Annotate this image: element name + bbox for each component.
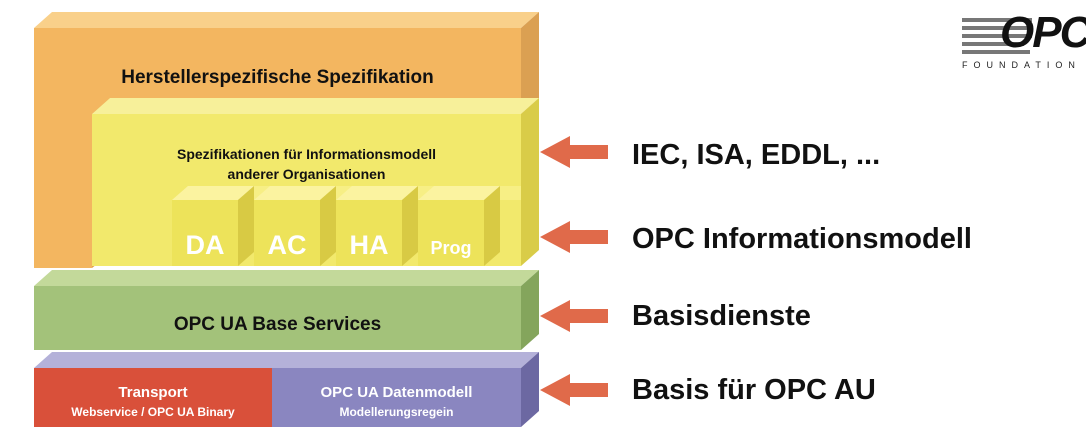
module-da-box xyxy=(172,200,238,266)
transport-sublabel: Webservice / OPC UA Binary xyxy=(71,405,235,419)
other-orgs-label-line2: anderer Organisationen xyxy=(227,166,386,182)
datenmodell-box xyxy=(272,368,521,427)
annotation-basisdienste: Basisdienste xyxy=(632,300,811,332)
annotation-basis-opc-au: Basis für OPC AU xyxy=(632,374,876,406)
annotation-iec-isa-eddl: IEC, ISA, EDDL, ... xyxy=(632,139,881,171)
opc-logo xyxy=(962,18,1032,54)
transport-label: Transport xyxy=(118,384,188,401)
opc-logo-subtext: FOUNDATION xyxy=(962,60,1081,70)
module-ac-box xyxy=(254,200,320,266)
arrow-left-icon xyxy=(540,374,608,406)
arrow-left-icon xyxy=(540,136,608,168)
datenmodell-sublabel: Modellerungsregein xyxy=(339,405,454,419)
module-ac-label: AC xyxy=(267,230,307,260)
module-ha-box xyxy=(336,200,402,266)
module-prog-box xyxy=(418,200,484,266)
opc-logo-text: OPC xyxy=(1000,8,1086,57)
base-services-label: OPC UA Base Services xyxy=(173,314,382,335)
arrow-left-icon xyxy=(540,300,608,332)
arrow-left-icon xyxy=(540,221,608,253)
module-prog-label: Prog xyxy=(430,238,472,258)
datenmodell-label: OPC UA Datenmodell xyxy=(320,384,473,401)
module-da-label: DA xyxy=(185,230,225,260)
annotation-opc-informationsmodell: OPC Informationsmodell xyxy=(632,223,972,255)
vendor-label: Herstellerspezifische Spezifikation xyxy=(121,67,434,88)
base-services-layer xyxy=(34,270,539,350)
arrow-group xyxy=(540,136,608,406)
transport-box xyxy=(34,368,272,427)
bottom-layer xyxy=(34,352,539,427)
module-ha-label: HA xyxy=(349,230,389,260)
modules-row xyxy=(172,186,521,266)
other-orgs-label-line1: Spezifikationen für Informationsmodell xyxy=(176,146,437,162)
